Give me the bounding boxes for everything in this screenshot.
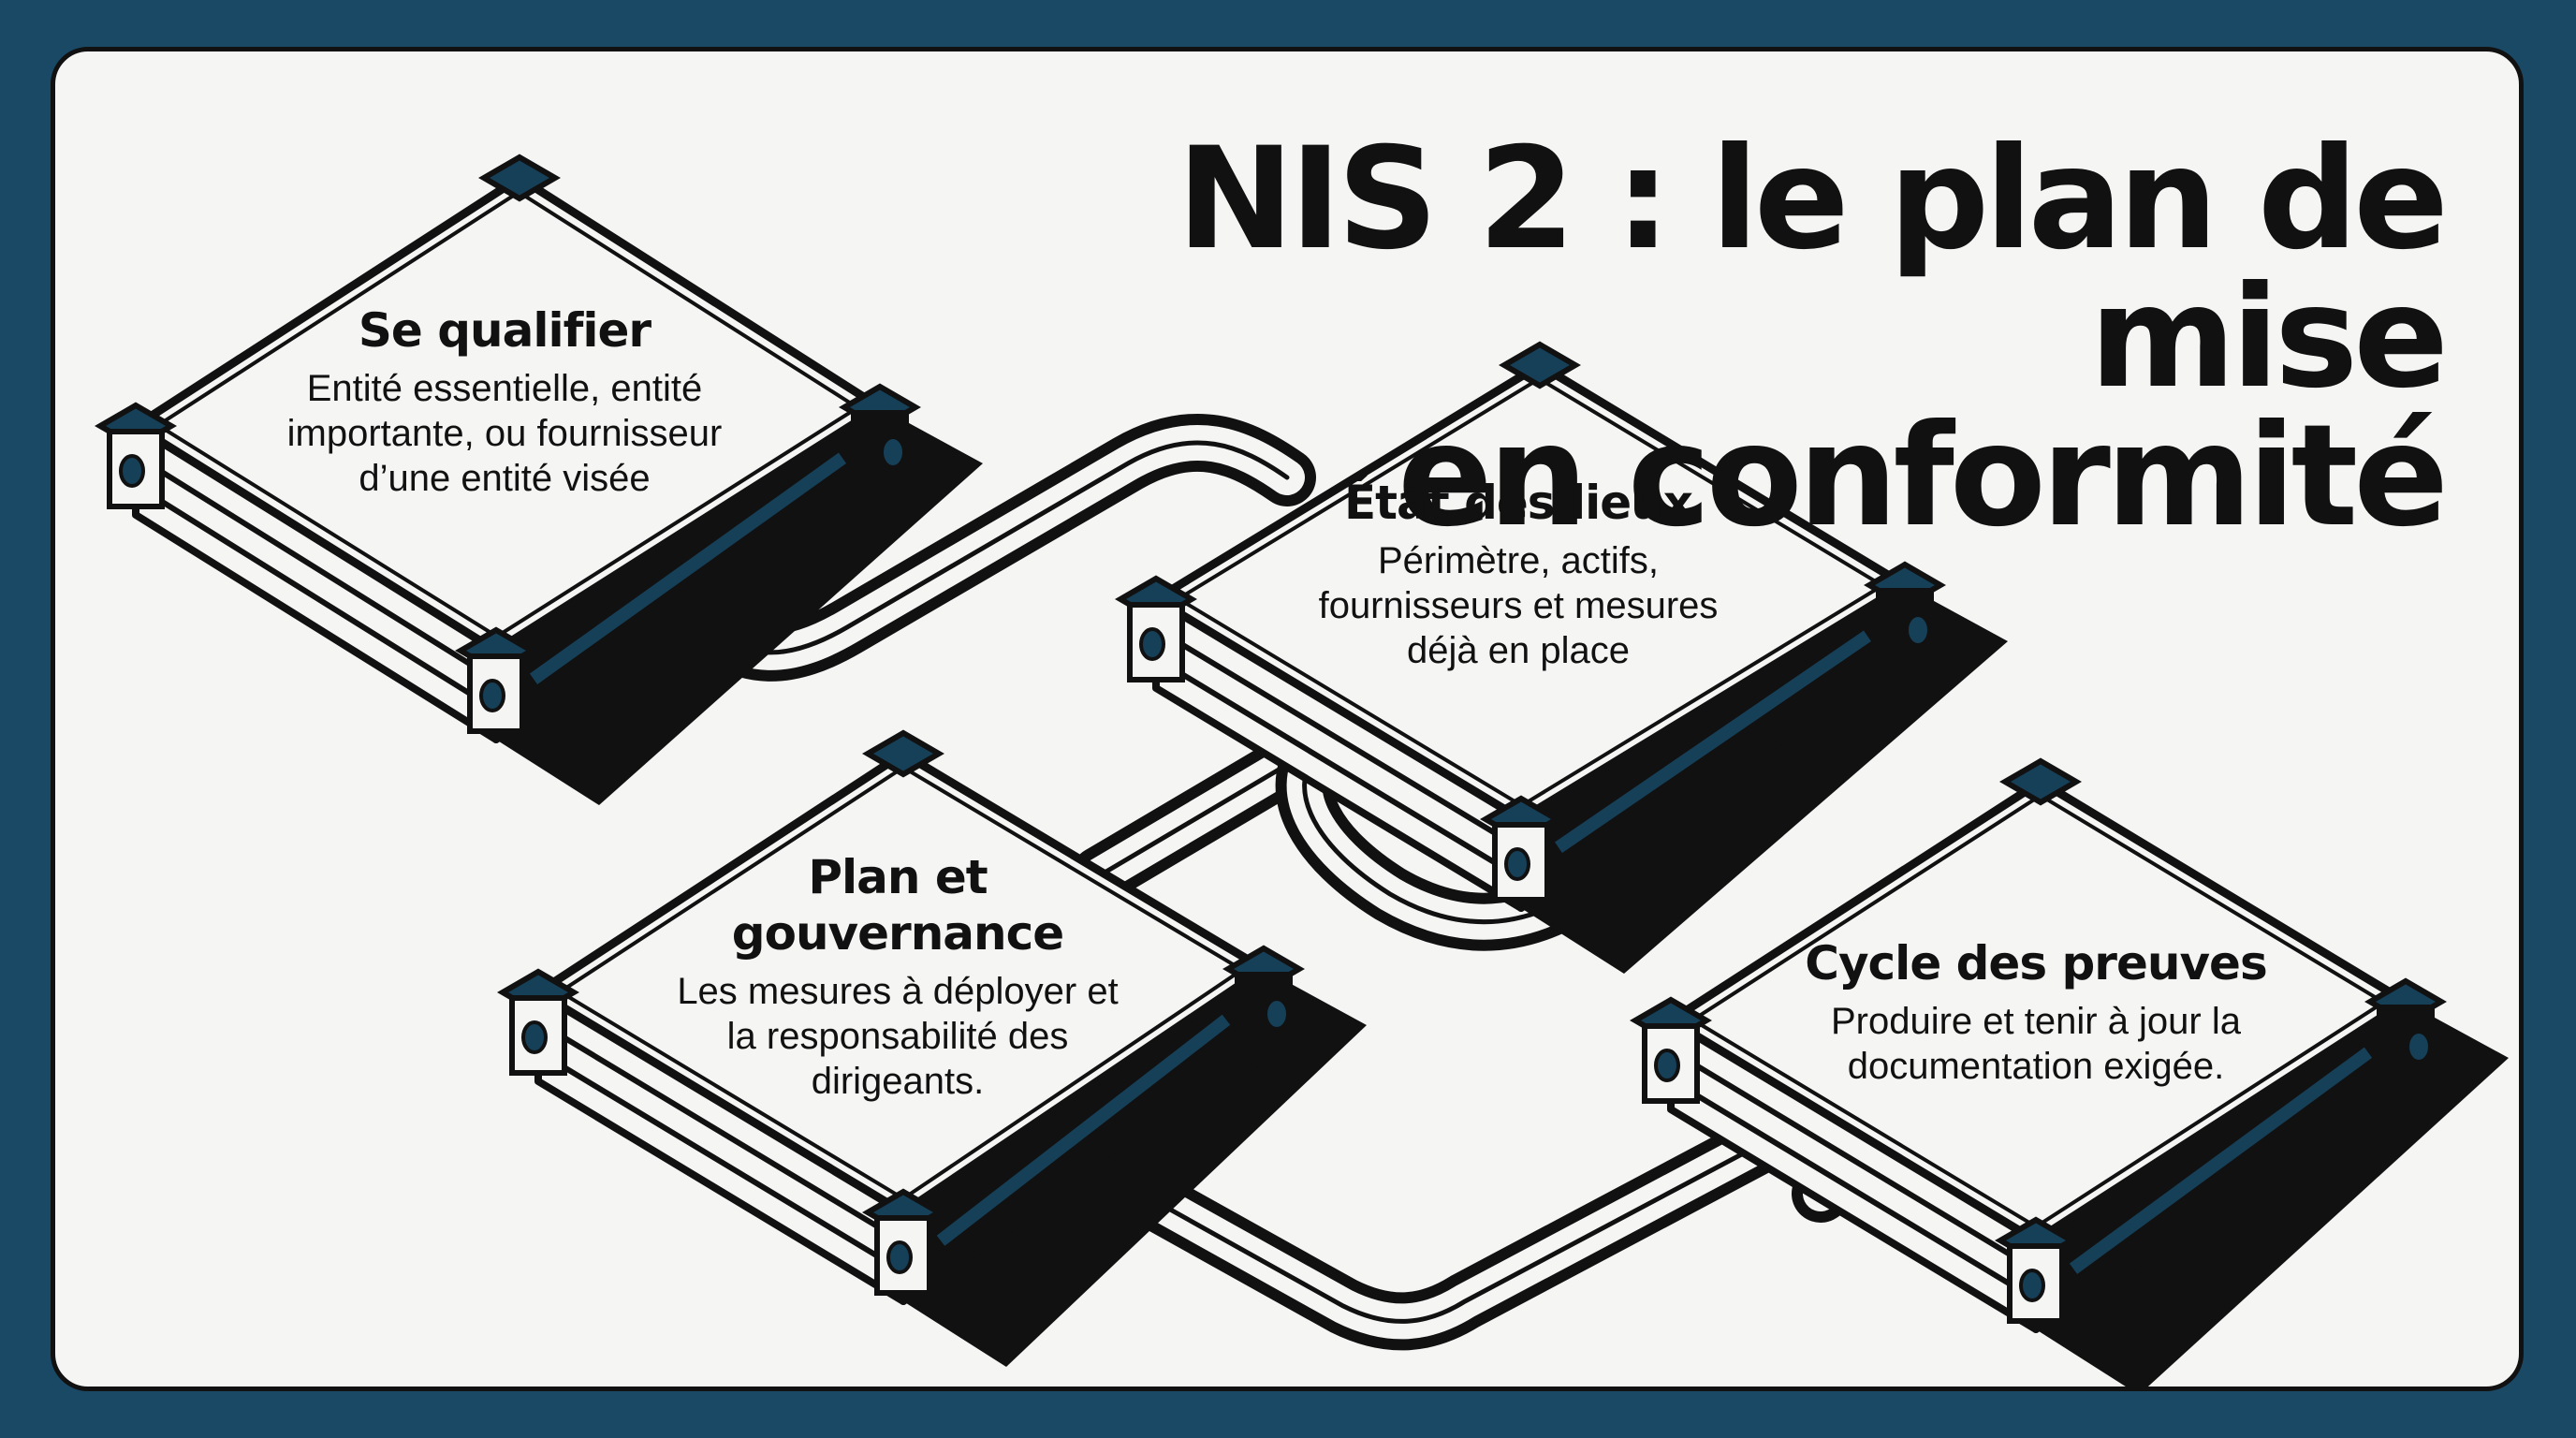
step-description-line: documentation exigée. (1847, 1046, 2225, 1087)
corner-post (874, 1215, 932, 1296)
step-description: Produire et tenir à jour la documentatio… (1708, 999, 2364, 1089)
step-title: Se qualifier (358, 303, 651, 358)
bolt-icon (886, 1240, 913, 1274)
platform-accent-stripe (936, 1014, 1231, 1246)
platform-rail (1154, 655, 1523, 881)
step-description-line: importante, ou fournisseur (286, 413, 723, 454)
corner-block (862, 729, 944, 778)
platform-rail (134, 453, 498, 683)
platform-etat-des-lieux (1115, 341, 2008, 974)
step-description: Entité essentielle, entité importante, o… (177, 366, 832, 501)
diagram-card: NIS 2 : le plan de mise en conformité Se… (51, 47, 2524, 1391)
corner-block (1999, 757, 2082, 806)
step-title-line: gouvernance (731, 906, 1064, 961)
bolt-icon (119, 454, 145, 488)
step-description-line: Les mesures à déployer et (677, 971, 1119, 1012)
page-title: NIS 2 : le plan de mise en conformité (853, 118, 2449, 558)
corner-post (107, 429, 165, 509)
bolt-icon (1905, 613, 1931, 647)
isometric-diagram (95, 154, 2509, 1387)
bolt-icon (521, 1020, 548, 1054)
platform-accent-stripe (1555, 630, 1871, 854)
bolt-icon (2019, 1269, 2045, 1302)
title-line-2: en conformité (1398, 395, 2449, 558)
platform-cycle-des-preuves (1630, 757, 2509, 1387)
step-label-se-qualifier: Se qualifier Entité essentielle, entité … (177, 302, 832, 501)
step-label-etat-des-lieux: État des lieux Périmètre, actifs, fourni… (1191, 475, 1846, 673)
step-description: Les mesures à déployer et la responsabil… (570, 969, 1225, 1104)
step-description-line: dirigeants. (811, 1061, 985, 1102)
platform-rail (536, 1020, 905, 1245)
step-title-line: Plan et (808, 850, 988, 904)
bolt-icon (2406, 1030, 2432, 1064)
platform-plan-et-gouvernance (497, 729, 1367, 1367)
step-description-line: Entité essentielle, entité (306, 368, 703, 409)
bolt-icon (1264, 997, 1290, 1031)
step-description-line: fournisseurs et mesures (1318, 585, 1719, 626)
step-title: État des lieux (1343, 476, 1693, 530)
platform-accent-stripe (2069, 1047, 2373, 1274)
step-label-cycle-des-preuves: Cycle des preuves Produire et tenir à jo… (1708, 935, 2364, 1089)
step-description-line: Produire et tenir à jour la (1830, 1001, 2241, 1042)
corner-block (478, 154, 561, 202)
bolt-icon (880, 435, 906, 469)
platform-se-qualifier (95, 154, 983, 805)
step-description-line: Périmètre, actifs, (1377, 540, 1660, 581)
bolt-icon (1504, 847, 1530, 881)
platform-rail (134, 482, 498, 712)
step-description: Périmètre, actifs, fournisseurs et mesur… (1191, 538, 1846, 673)
step-description-line: déjà en place (1407, 630, 1630, 671)
step-title: Plan et gouvernance (570, 849, 1225, 961)
platform-accent-stripe (529, 452, 847, 684)
bolt-icon (1654, 1049, 1680, 1082)
step-description-line: d’une entité visée (359, 458, 651, 499)
platform-rail (1154, 626, 1523, 852)
platform-rail (536, 1049, 905, 1274)
title-line-1: NIS 2 : le plan de mise (1177, 118, 2449, 419)
bolt-icon (1139, 627, 1165, 661)
step-description-line: la responsabilité des (726, 1016, 1069, 1057)
corner-block (1499, 341, 1581, 389)
bolt-icon (479, 679, 505, 712)
platform-rail (1669, 1077, 2038, 1302)
step-label-plan-et-gouvernance: Plan et gouvernance Les mesures à déploy… (570, 849, 1225, 1104)
platform-rail (1669, 1048, 2038, 1273)
step-title: Cycle des preuves (1805, 936, 2267, 990)
